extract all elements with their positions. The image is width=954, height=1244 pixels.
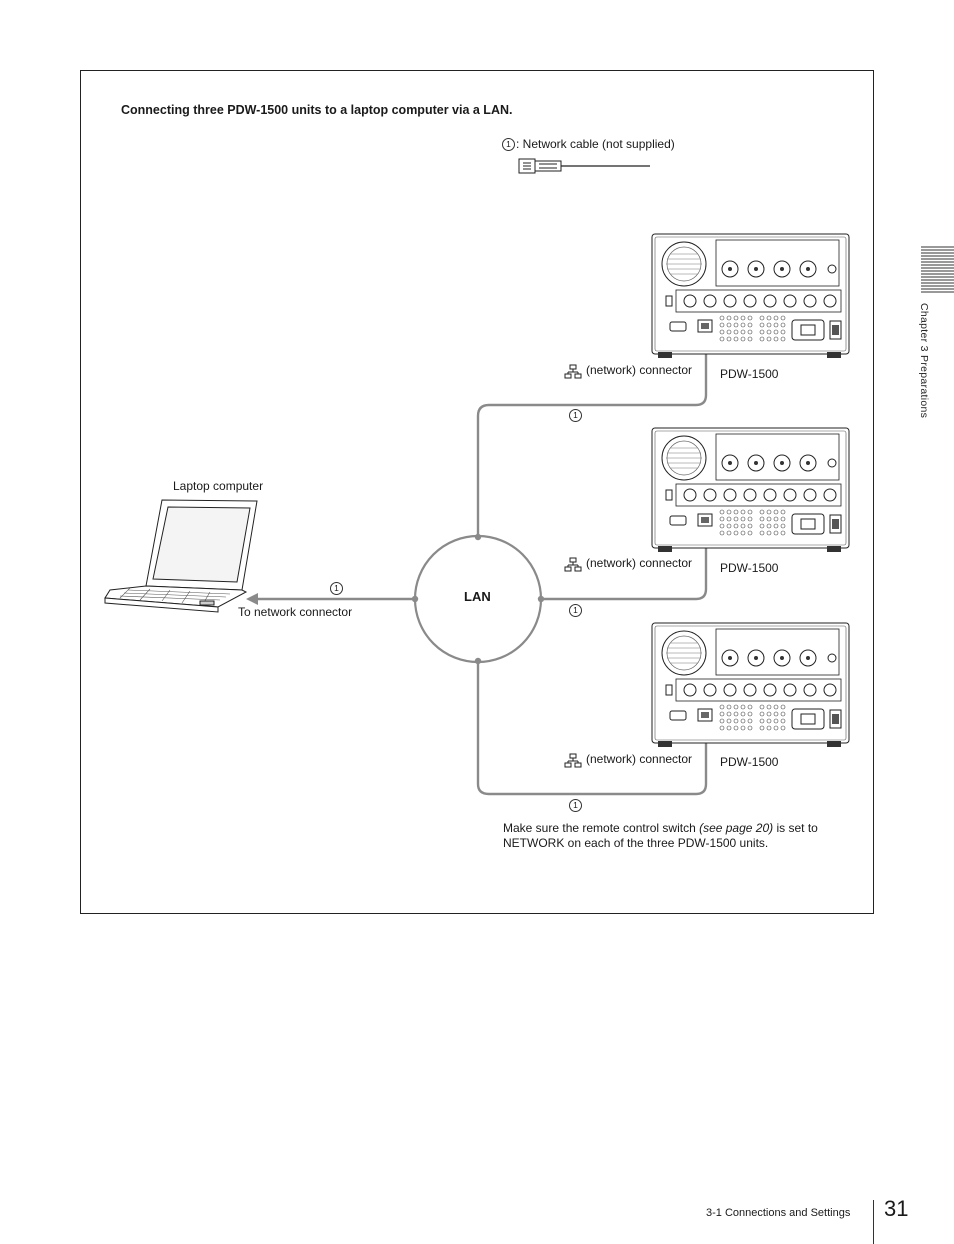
cable-legend-text: : Network cable (not supplied) (516, 137, 675, 151)
network-icon (564, 364, 582, 379)
chapter-tab-stripes (921, 246, 954, 293)
page-reference: (see page 20) (699, 821, 774, 835)
cable-number: 1 (569, 604, 582, 617)
pdw-1500-unit-1 (651, 233, 850, 359)
remote-switch-note: Make sure the remote control switch (see… (503, 821, 818, 850)
lan-nodes (411, 533, 545, 665)
cable-legend-number: 1 (502, 138, 515, 152)
page-number: 31 (884, 1196, 909, 1221)
connector-label: (network) connector (586, 363, 693, 377)
unit-model-label: PDW-1500 (720, 755, 779, 769)
network-cable-icon (518, 158, 650, 174)
unit-model-label: PDW-1500 (720, 561, 779, 575)
cable-legend: 1: Network cable (not supplied) (502, 137, 675, 152)
cable-number: 1 (569, 799, 582, 812)
pdw-1500-unit-2 (651, 427, 850, 553)
network-icon (564, 557, 582, 572)
laptop-label: Laptop computer (173, 479, 264, 493)
cable-number: 1 (330, 582, 343, 595)
cable-number: 1 (569, 409, 582, 422)
figure-frame (80, 70, 874, 914)
connector-label: (network) connector (586, 556, 693, 570)
pdw-1500-unit-3 (651, 622, 850, 748)
chapter-tab: Chapter 3 Preparations (918, 303, 930, 419)
footer-divider (873, 1200, 874, 1244)
to-network-label: To network connector (238, 605, 353, 619)
network-icon (564, 753, 582, 768)
connector-label: (network) connector (586, 752, 693, 766)
unit-model-label: PDW-1500 (720, 367, 779, 381)
laptop-icon (104, 499, 258, 613)
arrow-head (246, 593, 258, 605)
lan-label: LAN (464, 589, 491, 604)
footer-section: 3-1 Connections and Settings (706, 1207, 851, 1219)
figure-title: Connecting three PDW-1500 units to a lap… (121, 103, 513, 117)
network-cables (256, 338, 708, 796)
